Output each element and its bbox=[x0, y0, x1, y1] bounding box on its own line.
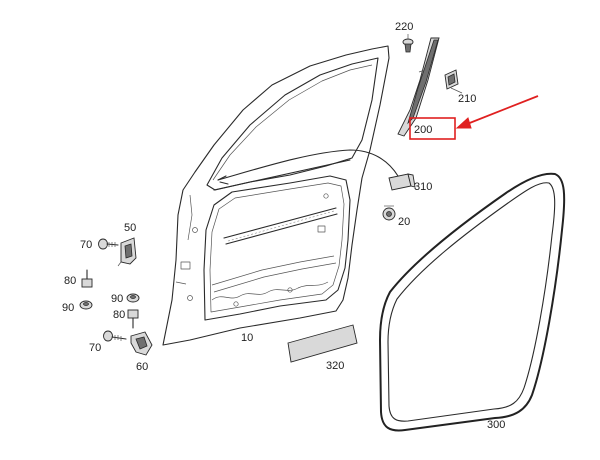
screw-220 bbox=[402, 34, 414, 53]
bolt-80-left bbox=[81, 269, 93, 288]
label-210: 210 bbox=[458, 93, 476, 105]
label-90-right: 90 bbox=[111, 293, 123, 305]
hinge-50 bbox=[117, 237, 137, 267]
washer-90-right bbox=[126, 293, 140, 303]
label-310: 310 bbox=[414, 181, 432, 193]
label-20: 20 bbox=[398, 216, 410, 228]
screw-70-lower bbox=[103, 330, 127, 342]
grommet-20 bbox=[382, 205, 396, 221]
b-pillar-trim bbox=[397, 37, 440, 137]
label-300: 300 bbox=[487, 419, 505, 431]
washer-90-left bbox=[79, 300, 93, 310]
label-60: 60 bbox=[136, 361, 148, 373]
label-50: 50 bbox=[124, 222, 136, 234]
bolt-80-right bbox=[127, 309, 139, 329]
label-70-upper: 70 bbox=[80, 239, 92, 251]
label-90-left: 90 bbox=[62, 302, 74, 314]
pad-310 bbox=[388, 173, 416, 191]
label-80-right: 80 bbox=[113, 309, 125, 321]
label-320: 320 bbox=[326, 360, 344, 372]
red-arrow-head bbox=[455, 117, 472, 129]
screw-70-upper bbox=[98, 238, 119, 250]
label-70-lower: 70 bbox=[89, 342, 101, 354]
cable-wire bbox=[217, 149, 399, 185]
label-200: 200 bbox=[414, 124, 432, 136]
door-seal-300 bbox=[379, 172, 566, 432]
label-80-left: 80 bbox=[64, 275, 76, 287]
door-shell bbox=[162, 45, 390, 346]
label-10: 10 bbox=[241, 332, 253, 344]
panel-320 bbox=[287, 324, 358, 363]
highlight-200 bbox=[409, 95, 539, 140]
red-arrow bbox=[461, 95, 539, 127]
label-220: 220 bbox=[395, 21, 413, 33]
hinge-60 bbox=[130, 331, 153, 356]
highlight-box bbox=[409, 117, 456, 140]
clip-210 bbox=[444, 69, 463, 94]
